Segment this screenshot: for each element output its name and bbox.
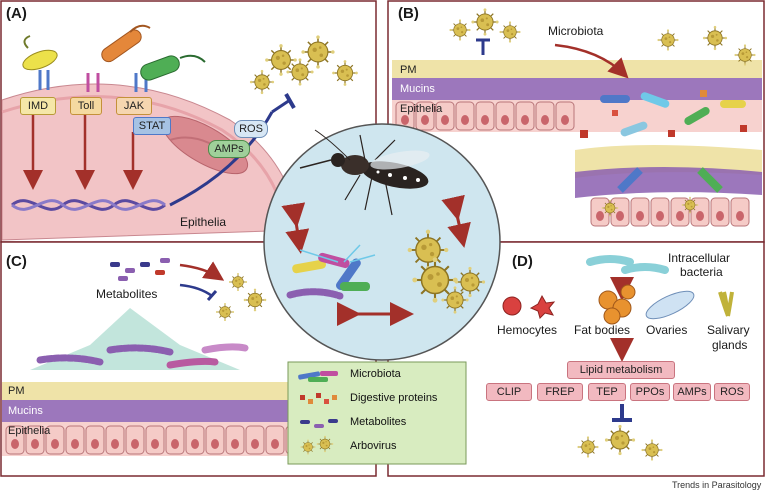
intracellular-bacterium: [586, 255, 634, 266]
center-bacteria: [286, 244, 376, 300]
mosquito-icon: [299, 129, 430, 216]
intracellular-label-1: Intracellular: [668, 251, 731, 265]
stat-label: STAT: [133, 117, 171, 135]
metabolite-block: [179, 283, 218, 301]
center-arrows: [281, 194, 471, 326]
fat-bodies-label: Fat bodies: [574, 323, 631, 337]
intracellular-label-2: bacteria: [680, 265, 723, 279]
d-block: [612, 404, 632, 422]
panel-c-pm: PM: [8, 385, 25, 397]
microbiota-arrow: [554, 43, 629, 79]
output-tep: TEP: [588, 383, 626, 401]
hemocytes-label: Hemocytes: [497, 323, 558, 337]
lipid-metabolism-label: Lipid metabolism: [567, 361, 675, 379]
panel-a-letter: (A): [6, 5, 27, 22]
amps-label: AMPs: [208, 140, 250, 158]
glands-label: glands: [712, 338, 748, 352]
fat-body-icons: [598, 284, 636, 325]
output-clip: CLIP: [486, 383, 532, 401]
jak-label: JAK: [116, 97, 152, 115]
output-frep: FREP: [537, 383, 583, 401]
output-ros: ROS: [714, 383, 750, 401]
toll-label: Toll: [70, 97, 102, 115]
center-circle: [263, 123, 501, 361]
legend-protein-swatch: [300, 393, 337, 404]
panel-d-letter: (D): [512, 253, 533, 270]
microbiota-label: Microbiota: [548, 24, 604, 38]
legend-arbovirus: Arbovirus: [350, 440, 397, 452]
panel-c-mucins: Mucins: [8, 405, 43, 417]
ovaries-label: Ovaries: [646, 323, 688, 337]
output-ppos: PPOs: [630, 383, 670, 401]
hemocyte-icons: [502, 294, 556, 319]
panel-b-letter: (B): [398, 5, 419, 22]
panel-a-epithelia: Epithelia: [180, 215, 227, 229]
metabolite-arrow: [179, 261, 225, 281]
intracellular-bacterium: [621, 263, 669, 274]
legend-microbiota: Microbiota: [350, 368, 401, 380]
legend-metabolite-swatch: [300, 419, 338, 428]
dna-helix: [11, 199, 166, 211]
salivary-gland-icon: [718, 291, 734, 317]
metabolite-dots: [110, 258, 170, 281]
salivary-label: Salivary: [707, 323, 750, 337]
legend-digestive-proteins: Digestive proteins: [350, 392, 438, 404]
receptor-group: [22, 24, 206, 92]
legend-microbiota-swatch: [298, 371, 338, 382]
panel-b-bacteria: [580, 90, 747, 138]
footer-credit: Trends in Parasitology: [672, 480, 762, 490]
imd-label: IMD: [20, 97, 56, 115]
panel-b-gut-layers: [392, 60, 762, 227]
metabolites-label: Metabolites: [96, 287, 158, 301]
panel-b-pm: PM: [400, 64, 417, 76]
metabolite-cone: [30, 308, 240, 370]
panel-b-mucins: Mucins: [400, 83, 435, 95]
panel-b-block: [476, 38, 490, 55]
panel-b-epithelia: Epithelia: [400, 103, 443, 115]
panel-c-bacteria: [36, 343, 249, 369]
panel-c-epithelia: Epithelia: [8, 425, 51, 437]
ovaries-icon: [645, 290, 695, 320]
panel-c-letter: (C): [6, 253, 27, 270]
legend-metabolites: Metabolites: [350, 416, 407, 428]
ros-label: ROS: [234, 120, 268, 138]
output-amps: AMPs: [673, 383, 711, 401]
